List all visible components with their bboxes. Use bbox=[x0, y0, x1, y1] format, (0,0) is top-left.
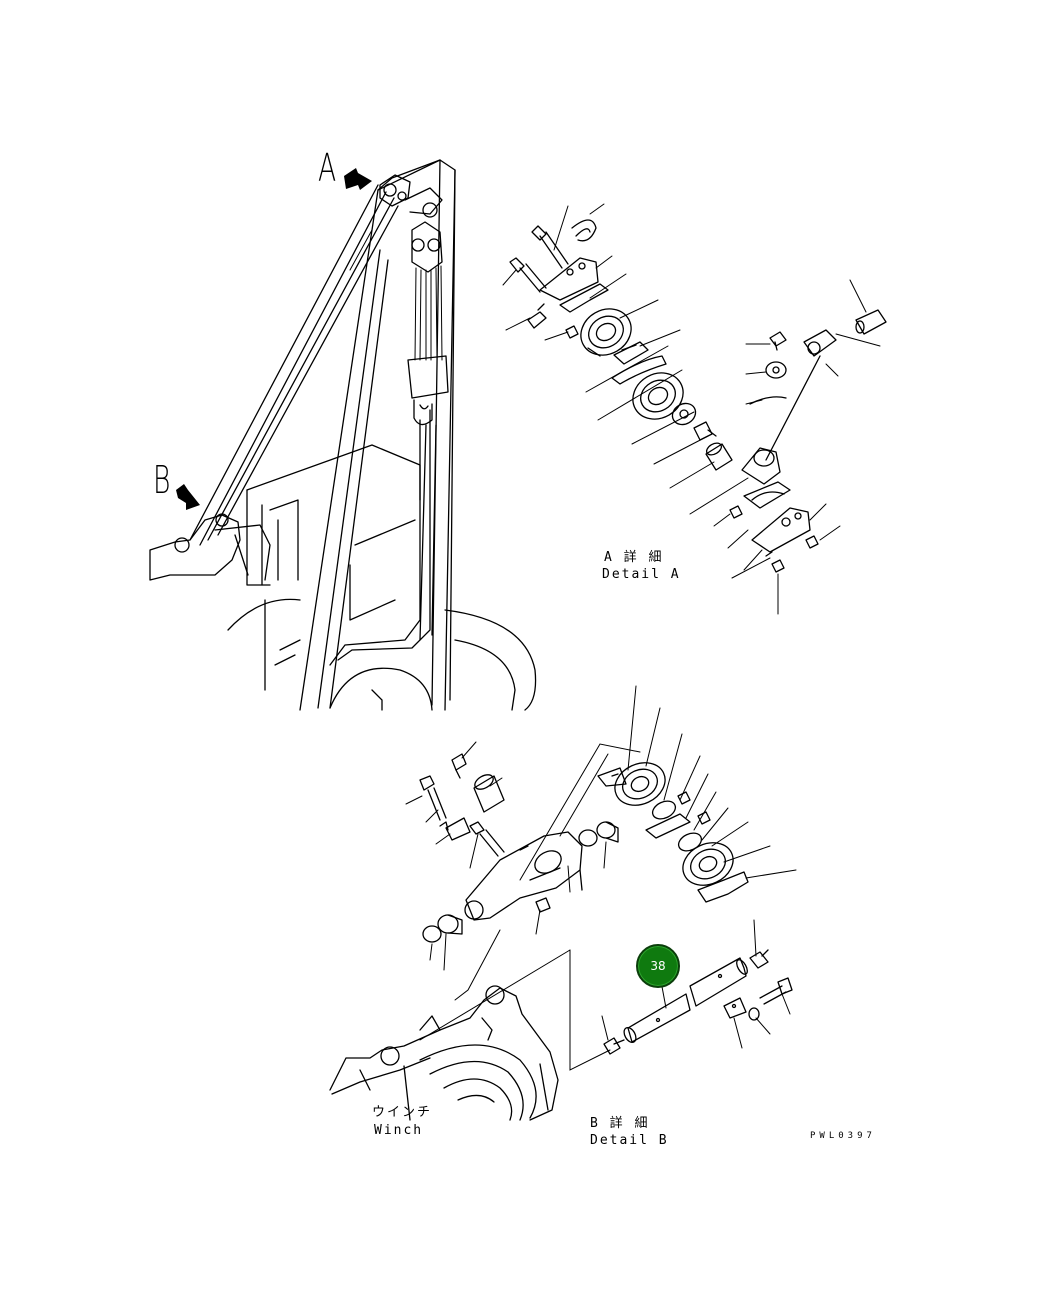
view-b-label: B bbox=[153, 458, 171, 502]
detail-a-jp-label: A 詳 細 bbox=[604, 550, 664, 565]
winch-en-label: Winch bbox=[374, 1123, 424, 1138]
drawing-code: PWL0397 bbox=[810, 1131, 876, 1141]
part-callout-38[interactable]: 38 bbox=[636, 944, 680, 988]
detail-a-exploded bbox=[502, 203, 887, 615]
view-a-label: A bbox=[318, 146, 337, 190]
arrow-a bbox=[344, 168, 372, 190]
mast-assembly bbox=[149, 159, 537, 711]
callout-number: 38 bbox=[650, 959, 666, 973]
detail-b-jp-label: B 詳 細 bbox=[590, 1116, 650, 1131]
arrow-b bbox=[176, 484, 200, 510]
detail-b-en-label: Detail B bbox=[590, 1133, 669, 1148]
winch-jp-label: ウインチ bbox=[372, 1105, 433, 1120]
winch-drawing bbox=[329, 985, 559, 1121]
detail-a-en-label: Detail A bbox=[602, 567, 681, 582]
detail-b-exploded bbox=[405, 685, 797, 1071]
